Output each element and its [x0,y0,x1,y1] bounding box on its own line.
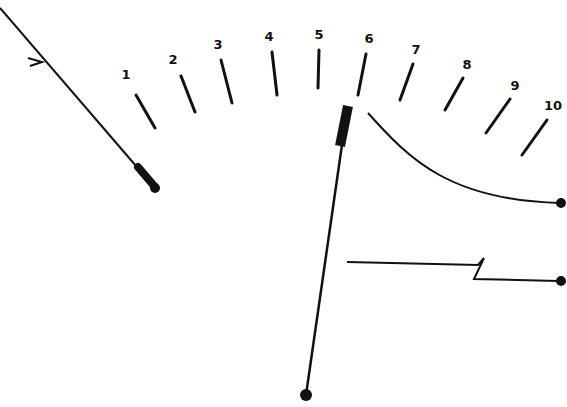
scale-number: 7 [411,43,420,56]
scale-number: 5 [314,28,323,41]
scale-number: 3 [213,38,222,51]
scale-number: 10 [544,99,562,112]
scale-number: 1 [121,68,130,81]
scale-ticks [136,50,547,155]
scale-number: 8 [462,58,471,71]
left-pointer [0,8,160,193]
scale-number: 4 [264,30,273,43]
center-pointer [300,106,348,401]
lead-wires [347,113,565,285]
scale-number: 6 [364,32,373,45]
scale-number: 9 [510,79,519,92]
scale-number: 2 [168,53,177,66]
